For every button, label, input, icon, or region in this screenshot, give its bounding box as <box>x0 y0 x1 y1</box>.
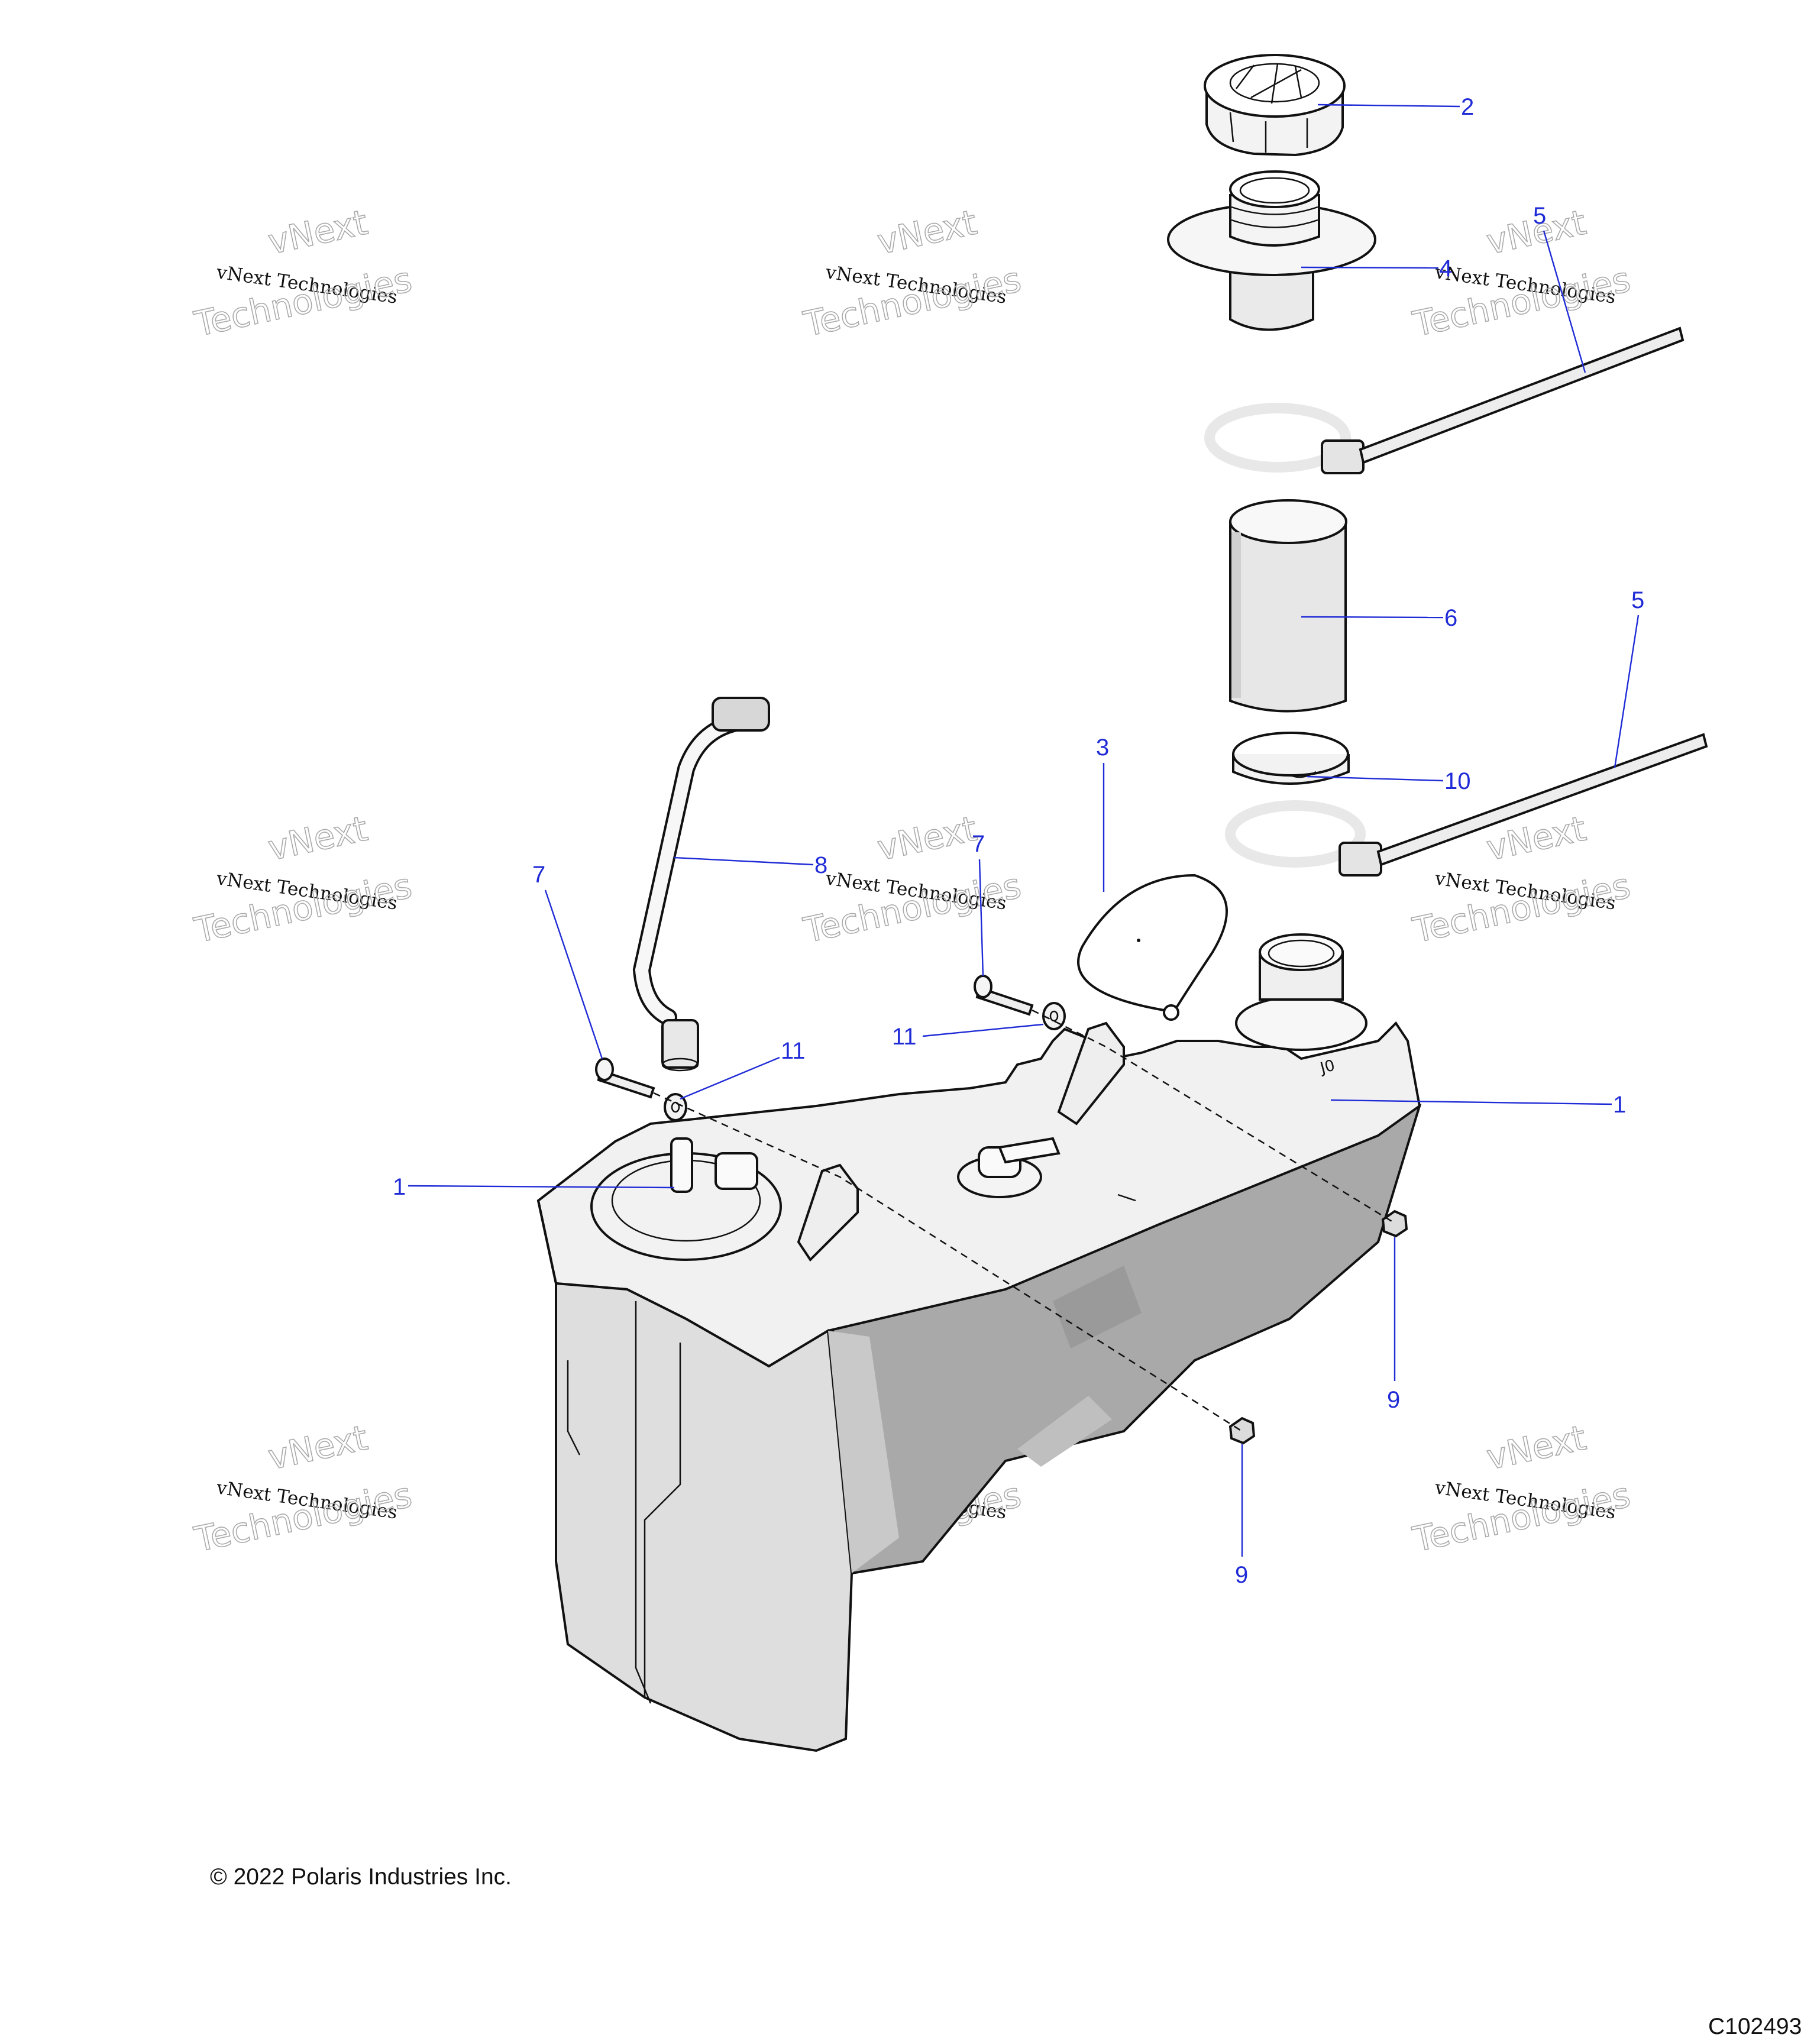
nut-right <box>1381 1209 1408 1238</box>
nut-left <box>1228 1416 1256 1445</box>
watermark-1: vNext vNext Technologies Technologies <box>190 202 416 345</box>
filler-neck-base <box>1235 995 1367 1051</box>
callout-11-left: 11 <box>781 1038 806 1064</box>
tank-recess-upper <box>1053 1266 1142 1348</box>
hose-clamp-strap-upper <box>1204 326 1685 474</box>
callout-6: 6 <box>1444 605 1457 631</box>
figure-code: C102493 <box>1708 2014 1802 2039</box>
fuel-pump-outlet <box>670 1137 693 1193</box>
bolt-left <box>595 1057 655 1099</box>
watermark-7: vNext vNext Technologies Technologies <box>190 1417 416 1560</box>
callout-9-left: 9 <box>1235 1562 1248 1588</box>
tank-recess <box>1017 1396 1112 1467</box>
filler-neck-adapter <box>1167 170 1376 331</box>
callout-11-right: 11 <box>892 1024 917 1050</box>
watermark-ghost-vnext: vNext <box>264 808 371 869</box>
adapter-top <box>1229 170 1320 208</box>
watermark-ghost-vnext: vNext <box>874 808 980 869</box>
copyright-notice: © 2022 Polaris Industries Inc. <box>210 1864 512 1890</box>
watermark-ghost-vnext: vNext <box>1483 1418 1589 1478</box>
tank-strap-loop <box>1077 874 1228 1021</box>
callout-8: 8 <box>814 852 827 878</box>
watermark-ghost-vnext: vNext <box>874 202 980 263</box>
watermark-4: vNext vNext Technologies Technologies <box>190 808 416 951</box>
hose-clamp-strap-lower <box>1225 733 1708 877</box>
hose-clamp-small <box>1232 732 1350 785</box>
callout-1-right: 1 <box>1613 1092 1626 1118</box>
watermark-ghost-vnext: vNext <box>264 1418 371 1478</box>
callout-2: 2 <box>1461 94 1474 120</box>
tank-shadow-strip <box>828 1331 899 1573</box>
vent-line-fitting <box>661 1019 699 1069</box>
callout-7-left: 7 <box>532 862 545 888</box>
watermark-9: vNext vNext Technologies Technologies <box>1409 1417 1634 1560</box>
callouts: 2 4 5 6 5 3 10 7 8 7 11 11 1 <box>393 94 1644 1588</box>
fuel-pump-connector <box>714 1152 758 1190</box>
vent-line-connector <box>712 697 770 732</box>
filler-hose-top <box>1229 499 1347 544</box>
callout-3: 3 <box>1096 735 1109 761</box>
watermark-5: vNext vNext Technologies Technologies <box>800 808 1025 951</box>
callout-10: 10 <box>1444 768 1471 794</box>
assembly-lines <box>653 1009 1395 1432</box>
watermark-2: vNext vNext Technologies Technologies <box>800 202 1025 345</box>
washer-right <box>1042 1002 1066 1030</box>
callout-5-upper: 5 <box>1533 203 1546 229</box>
callout-1-left: 1 <box>393 1174 406 1200</box>
clamp-housing <box>1338 842 1382 877</box>
clamp-housing <box>1321 439 1365 474</box>
callout-9-right: 9 <box>1387 1387 1400 1413</box>
filler-hose <box>1229 499 1347 713</box>
callout-4: 4 <box>1439 256 1452 282</box>
fuel-cap <box>1204 54 1346 157</box>
callout-7-right: 7 <box>972 831 985 857</box>
watermark-ghost-vnext: vNext <box>264 202 371 263</box>
vent-line <box>632 697 770 1072</box>
bolt-right <box>974 975 1034 1016</box>
callout-5-lower: 5 <box>1631 587 1644 613</box>
fuel-tank: J0 <box>536 933 1422 1752</box>
